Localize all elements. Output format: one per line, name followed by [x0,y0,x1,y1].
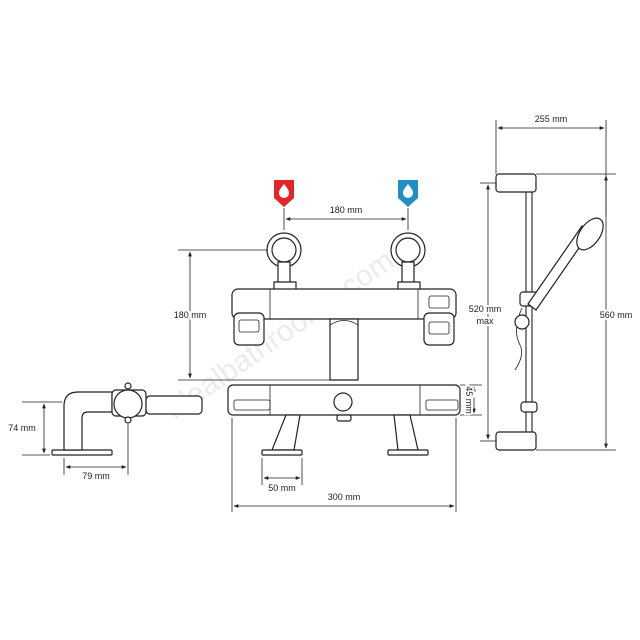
shower-rail [495,173,604,451]
side-height-label: 74 mm [8,423,36,433]
side-view [51,382,203,456]
rail-total-label: 560 mm [600,310,633,320]
hot-indicator [274,180,294,207]
rail-max-suffix: max [476,316,494,326]
body-height-label: 180 mm [174,310,207,320]
dimension-lines [22,120,616,512]
leg-width-label: 50 mm [268,483,296,493]
inlet-spacing-label: 180 mm [330,205,363,215]
rail-max-label: 520 mm [469,304,502,314]
bottom-view [227,384,461,456]
front-view [231,232,457,381]
side-depth-label: 79 mm [82,471,110,481]
overall-width-label: 300 mm [328,492,361,502]
rail-projection-label: 255 mm [535,114,568,124]
body-depth-label: 45 mm [464,386,474,414]
cold-indicator [398,180,418,207]
